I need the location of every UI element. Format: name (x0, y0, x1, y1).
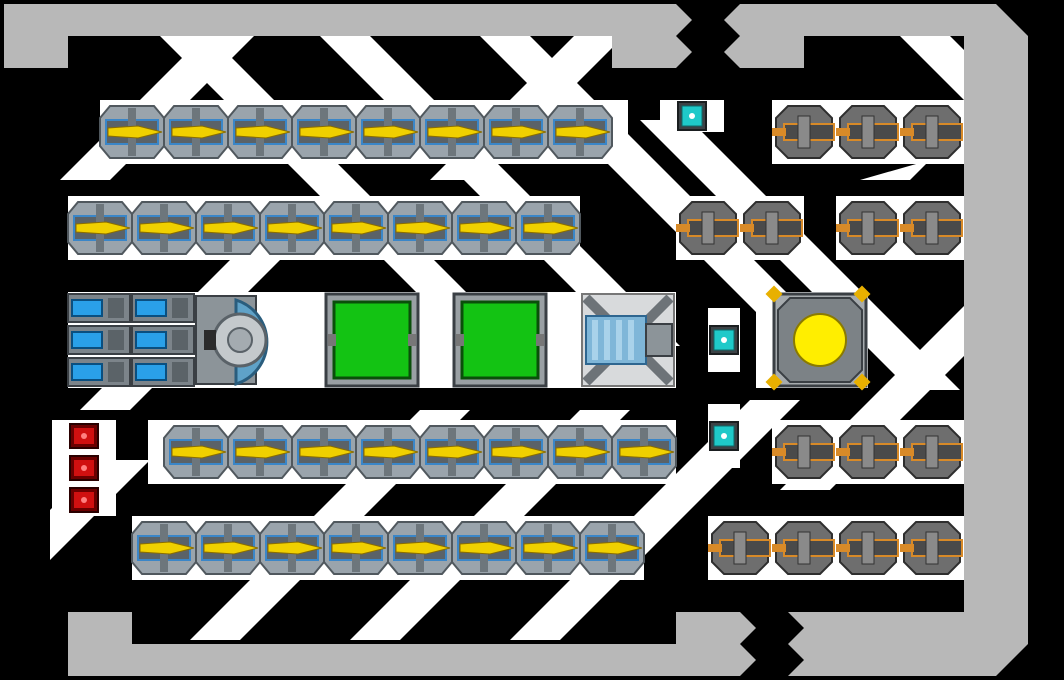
ammo-crate-3[interactable] (69, 487, 99, 513)
turret-group-1 (772, 105, 963, 159)
thruster-module[interactable] (131, 521, 197, 575)
autocannon-turret[interactable] (676, 201, 739, 255)
thruster-module[interactable] (387, 201, 453, 255)
thruster-module[interactable] (547, 105, 613, 159)
thruster-module[interactable] (451, 521, 517, 575)
thruster-module[interactable] (483, 425, 549, 479)
autocannon-turret[interactable] (772, 105, 835, 159)
thruster-rail-row-1 (99, 105, 613, 159)
thruster-module[interactable] (227, 105, 293, 159)
battery-cell[interactable] (131, 293, 195, 323)
thruster-module[interactable] (419, 105, 485, 159)
battery-bank (67, 293, 195, 387)
thruster-module[interactable] (259, 201, 325, 255)
reactor-core[interactable] (765, 285, 871, 391)
autocannon-turret[interactable] (900, 201, 963, 255)
autocannon-turret[interactable] (900, 105, 963, 159)
cargo-bay-2[interactable] (452, 292, 548, 388)
autocannon-turret[interactable] (772, 521, 835, 575)
thruster-module[interactable] (99, 105, 165, 159)
thruster-module[interactable] (451, 201, 517, 255)
turret-group-3 (836, 201, 963, 255)
turret-group-2 (676, 201, 803, 255)
battery-cell[interactable] (131, 325, 195, 355)
battery-cell[interactable] (67, 357, 131, 387)
thruster-module[interactable] (547, 425, 613, 479)
ion-cannon[interactable] (581, 293, 675, 387)
thruster-module[interactable] (515, 201, 581, 255)
battery-cell[interactable] (67, 325, 131, 355)
thruster-module[interactable] (195, 201, 261, 255)
thruster-module[interactable] (227, 425, 293, 479)
thruster-module[interactable] (515, 521, 581, 575)
thruster-module[interactable] (259, 521, 325, 575)
power-generator-3[interactable] (709, 421, 739, 451)
thruster-module[interactable] (323, 521, 389, 575)
thruster-rail-row-2 (67, 201, 581, 255)
autocannon-turret[interactable] (836, 201, 899, 255)
thruster-module[interactable] (611, 425, 677, 479)
autocannon-turret[interactable] (740, 201, 803, 255)
thruster-module[interactable] (291, 425, 357, 479)
autocannon-turret[interactable] (836, 105, 899, 159)
power-generator-1[interactable] (677, 101, 707, 131)
autocannon-turret[interactable] (836, 425, 899, 479)
thruster-module[interactable] (163, 105, 229, 159)
turret-group-4 (772, 425, 963, 479)
autocannon-turret[interactable] (900, 521, 963, 575)
ammo-crate-1[interactable] (69, 423, 99, 449)
power-generator-2[interactable] (709, 325, 739, 355)
thruster-module[interactable] (323, 201, 389, 255)
autocannon-turret[interactable] (900, 425, 963, 479)
ammo-crate-2[interactable] (69, 455, 99, 481)
thruster-module[interactable] (483, 105, 549, 159)
thruster-rail-row-3 (163, 425, 677, 479)
thruster-module[interactable] (131, 201, 197, 255)
cargo-bay-1[interactable] (324, 292, 420, 388)
thruster-rail-row-4 (131, 521, 645, 575)
thruster-module[interactable] (355, 425, 421, 479)
thruster-module[interactable] (355, 105, 421, 159)
thruster-module[interactable] (163, 425, 229, 479)
thruster-module[interactable] (419, 425, 485, 479)
battery-cell[interactable] (131, 357, 195, 387)
autocannon-turret[interactable] (772, 425, 835, 479)
autocannon-turret[interactable] (708, 521, 771, 575)
hull-frame (4, 4, 1028, 676)
turret-group-5 (708, 521, 963, 575)
thruster-module[interactable] (579, 521, 645, 575)
shield-generator-module[interactable] (195, 295, 269, 387)
thruster-module[interactable] (195, 521, 261, 575)
shield-generator (195, 295, 269, 387)
thruster-module[interactable] (387, 521, 453, 575)
thruster-module[interactable] (291, 105, 357, 159)
battery-cell[interactable] (67, 293, 131, 323)
autocannon-turret[interactable] (836, 521, 899, 575)
thruster-module[interactable] (67, 201, 133, 255)
